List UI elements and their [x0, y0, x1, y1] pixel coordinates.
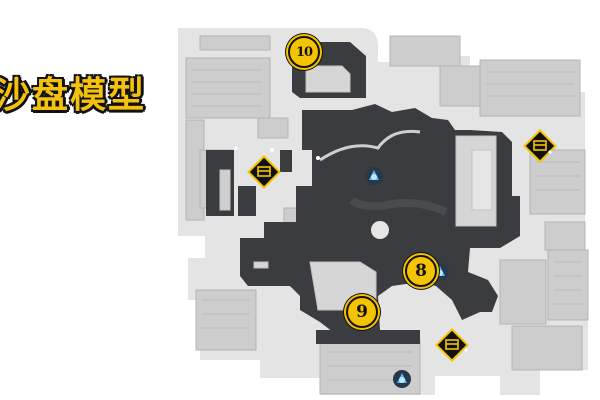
teleport-anchor-icon: [365, 167, 383, 185]
treasure-chest-icon: [523, 129, 557, 163]
waypoint-marker-10[interactable]: 10: [288, 36, 320, 68]
waypoint-marker-9[interactable]: 9: [346, 296, 378, 328]
plaza-fountain: [371, 221, 389, 239]
inner-structures: [219, 65, 497, 311]
sparkle-dots: [234, 146, 552, 352]
plaza-path: [319, 129, 421, 162]
treasure-chest-icon: [435, 328, 469, 362]
waypoint-marker-8[interactable]: 8: [405, 255, 437, 287]
teleport-anchor-icon: [393, 370, 411, 388]
treasure-chest-icon: [247, 155, 281, 189]
map-title: 沙盘模型: [0, 75, 147, 116]
